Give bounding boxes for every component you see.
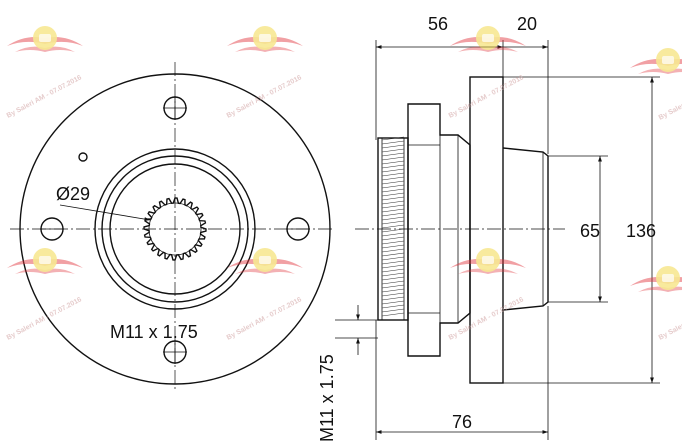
hatch-line <box>381 260 405 265</box>
hatch-line <box>381 216 405 221</box>
bore-diameter-label: Ø29 <box>56 184 90 204</box>
watermark-logo <box>450 248 526 274</box>
hatch-line <box>381 136 405 141</box>
watermark-logo <box>630 266 682 292</box>
hatch-line <box>381 280 405 285</box>
hatch-line <box>381 204 405 209</box>
front-view: Ø29 M11 x 1.75 <box>10 62 335 390</box>
hatch-line <box>381 148 405 153</box>
dim-76-label: 76 <box>452 412 472 432</box>
hatch-line <box>381 236 405 241</box>
splined-bore <box>143 197 207 261</box>
hatch-line <box>381 160 405 165</box>
hatch-line <box>381 176 405 181</box>
section-hatching <box>381 136 405 317</box>
watermark-text: By Saleri AM - 07.07.2016 <box>226 296 303 342</box>
hatch-line <box>381 256 405 261</box>
hatch-line <box>381 196 405 201</box>
hatch-line <box>381 304 405 309</box>
hatch-line <box>381 184 405 189</box>
dim-56-label: 56 <box>428 14 448 34</box>
hatch-line <box>381 288 405 293</box>
watermark-logo <box>630 48 682 74</box>
side-hub-body <box>407 103 471 357</box>
hatch-line <box>381 252 405 257</box>
watermark-text: By Saleri AM - 07.07.2016 <box>448 296 525 342</box>
watermark-logo <box>7 26 83 52</box>
hatch-line <box>381 144 405 149</box>
dim-136-label: 136 <box>626 221 656 241</box>
locating-hole <box>78 152 88 162</box>
hatch-line <box>381 224 405 229</box>
spline-root-circle <box>148 202 202 256</box>
hatch-line <box>381 264 405 269</box>
spigot-outer-ring <box>94 148 256 310</box>
hatch-line <box>381 276 405 281</box>
hatch-line <box>381 296 405 301</box>
hatch-line <box>381 220 405 225</box>
hatch-line <box>381 188 405 193</box>
watermark-text: By Saleri AM - 07.07.2016 <box>658 296 682 342</box>
watermark-logo <box>227 26 303 52</box>
flange-outline <box>19 73 331 385</box>
side-thread-label: M11 x 1.75 <box>317 354 337 442</box>
hatch-line <box>381 172 405 177</box>
watermarks: By Saleri AM - 07.07.2016 By Saleri AM -… <box>6 26 682 342</box>
watermark-logo <box>227 248 303 274</box>
watermark-text: By Saleri AM - 07.07.2016 <box>6 296 83 342</box>
hatch-line <box>381 208 405 213</box>
watermark-logo <box>7 248 83 274</box>
side-flange-plate <box>469 76 504 384</box>
dim-20-label: 20 <box>517 14 537 34</box>
hatch-line <box>381 248 405 253</box>
front-thread-label: M11 x 1.75 <box>110 322 198 342</box>
hatch-line <box>381 164 405 169</box>
bore-ring <box>109 163 241 295</box>
watermark-text: By Saleri AM - 07.07.2016 <box>448 74 525 120</box>
dim-65-label: 65 <box>580 221 600 241</box>
hatch-line <box>381 168 405 173</box>
hatch-line <box>381 312 405 317</box>
hatch-line <box>381 152 405 157</box>
hatch-line <box>381 228 405 233</box>
watermark-text: By Saleri AM - 07.07.2016 <box>226 74 303 120</box>
dimension-lines: 56 20 65 136 76 M11 x 1.75 <box>317 14 660 442</box>
bore-diameter-leader <box>59 204 151 222</box>
watermark-logo <box>450 26 526 52</box>
spigot-inner-ring <box>101 155 249 303</box>
hatch-line <box>381 232 405 237</box>
hatch-line <box>381 268 405 273</box>
side-spigot <box>502 147 549 311</box>
hatch-line <box>381 200 405 205</box>
hatch-line <box>381 212 405 217</box>
hatch-line <box>381 156 405 161</box>
hatch-line <box>381 308 405 313</box>
hatch-line <box>381 300 405 305</box>
hatch-line <box>381 284 405 289</box>
hatch-line <box>381 292 405 297</box>
hatch-line <box>381 140 405 145</box>
side-view <box>355 76 565 384</box>
hatch-line <box>381 272 405 277</box>
hatch-line <box>381 180 405 185</box>
watermark-text: By Saleri AM - 07.07.2016 <box>658 76 682 122</box>
hatch-line <box>381 192 405 197</box>
hatch-line <box>381 244 405 249</box>
hatch-line <box>381 240 405 245</box>
